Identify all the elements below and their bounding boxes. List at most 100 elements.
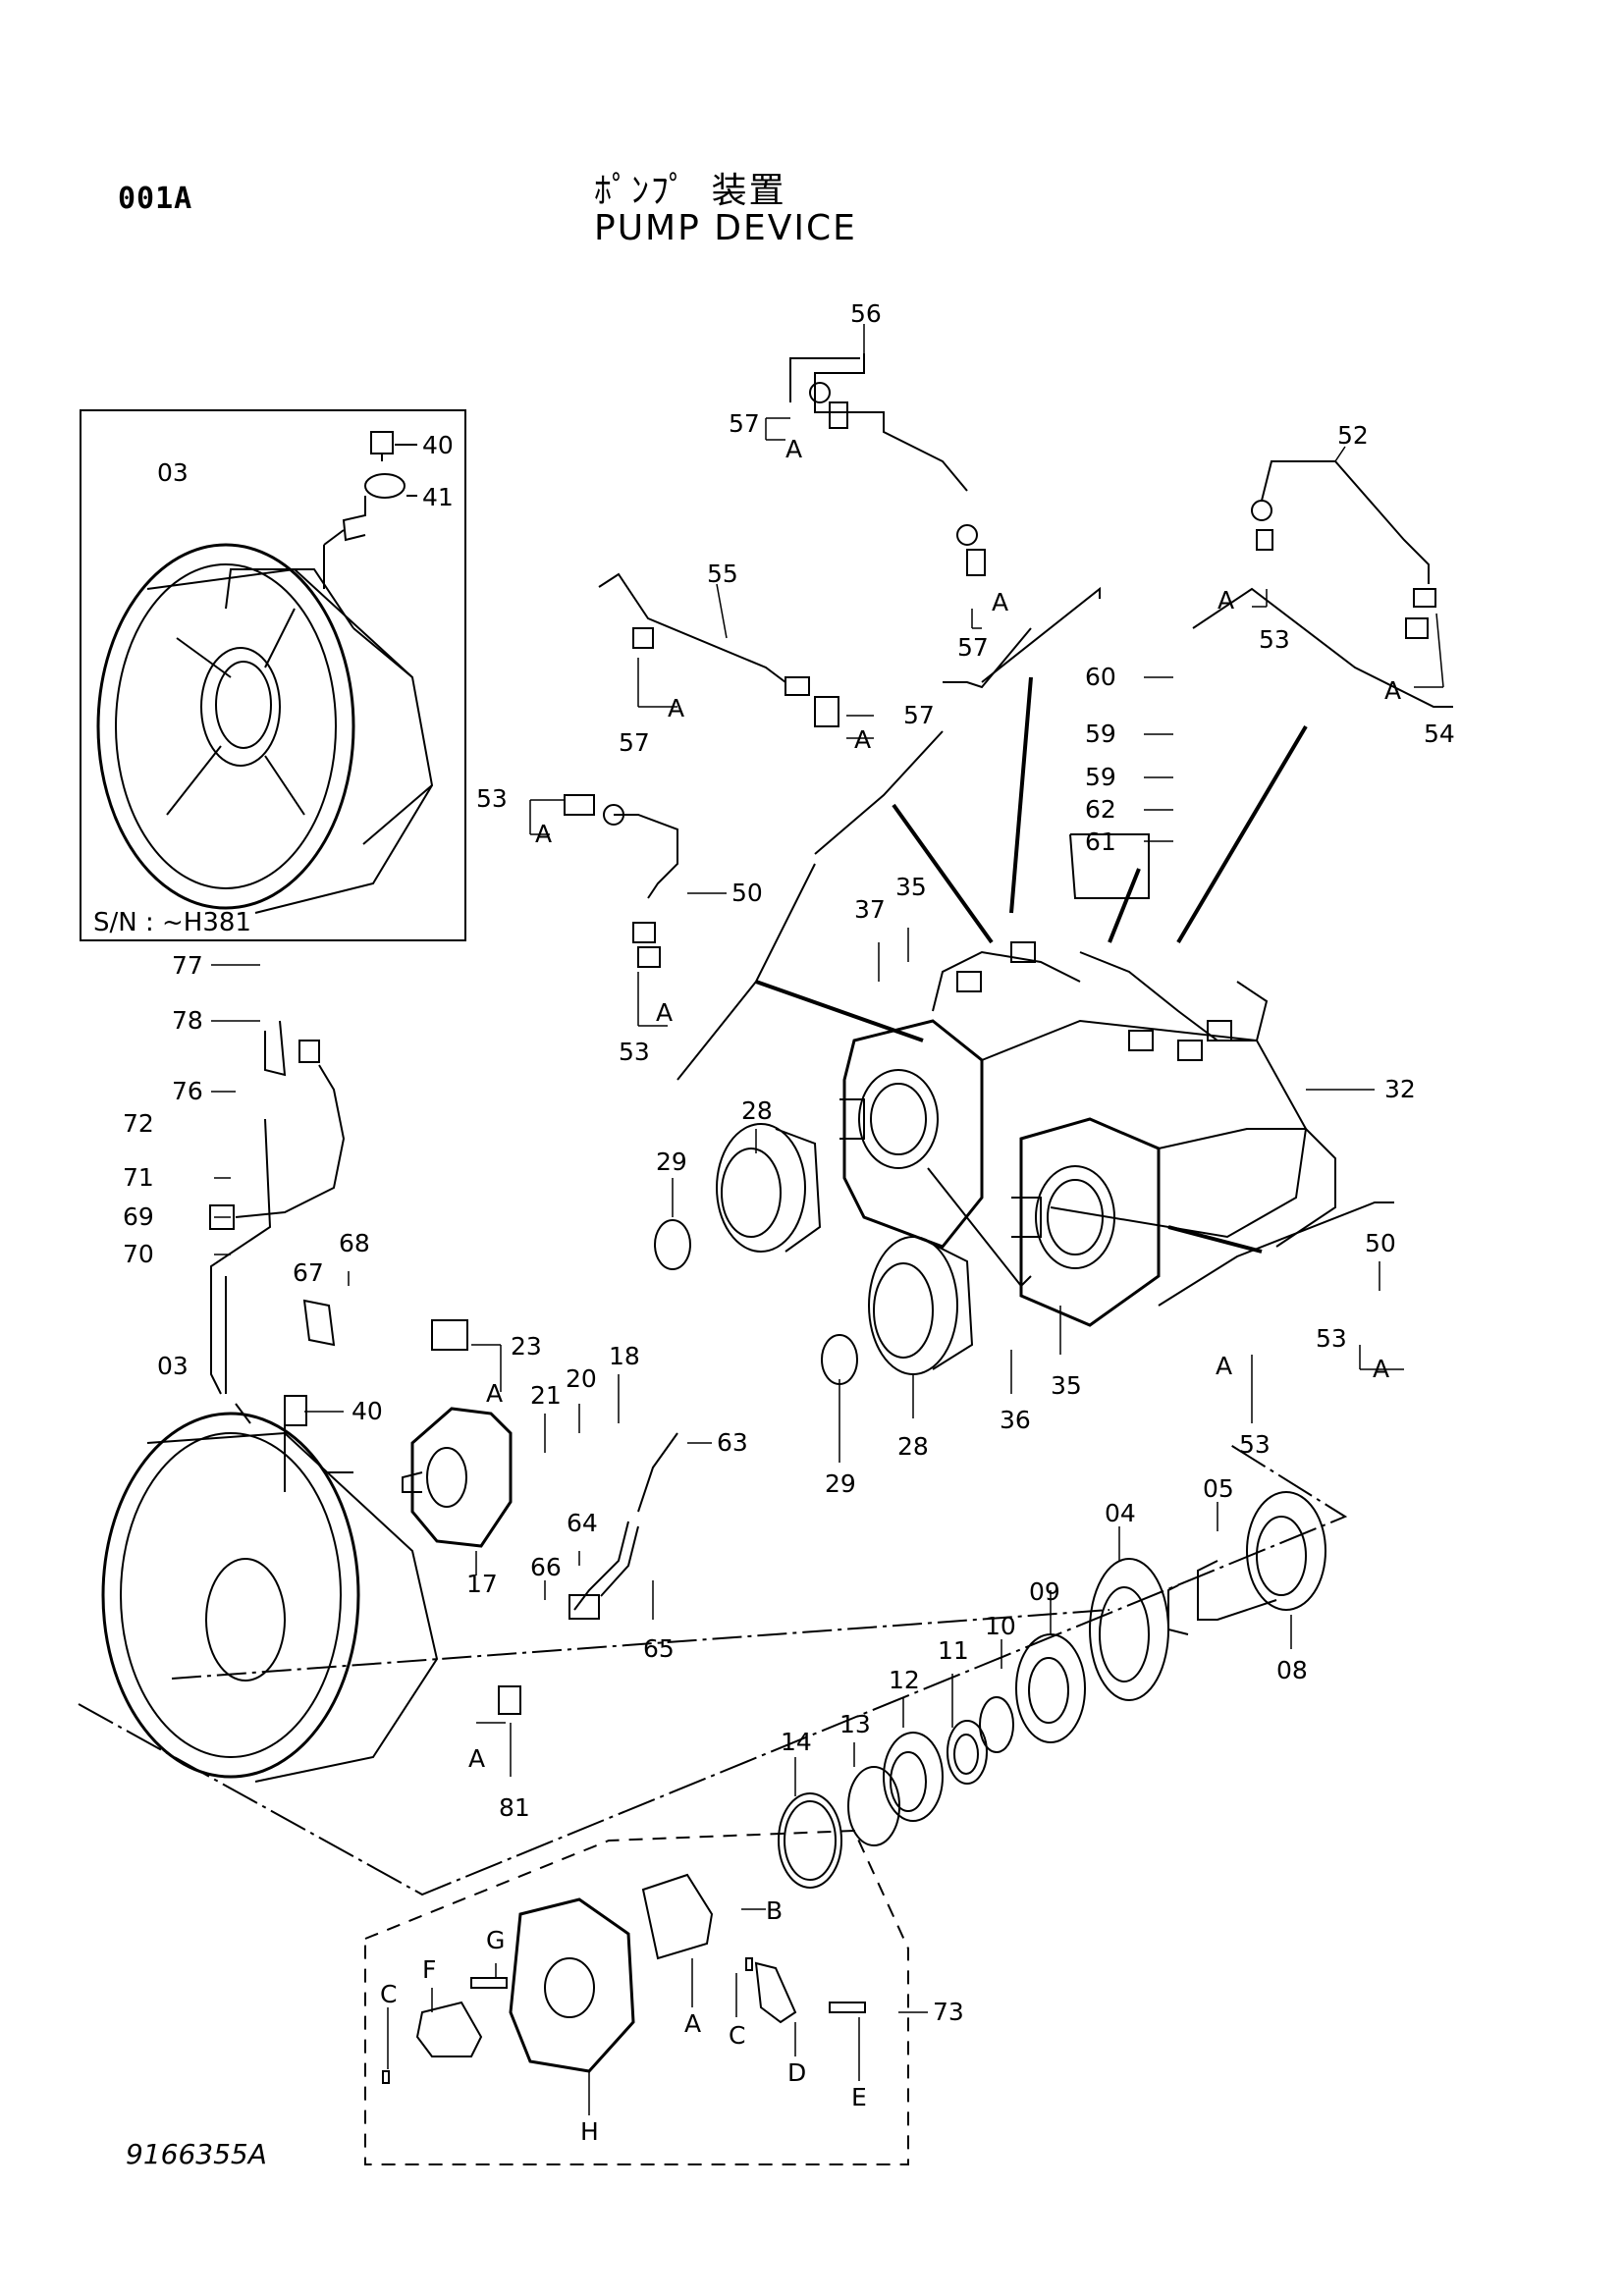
plug-81 bbox=[498, 1685, 521, 1715]
callout-03: 03 bbox=[157, 458, 189, 487]
callout-03: 03 bbox=[157, 1352, 189, 1380]
region-borders bbox=[676, 586, 1453, 1307]
leader-lines bbox=[211, 324, 1444, 2115]
assembly-axis bbox=[171, 1609, 1110, 1680]
callout-08: 08 bbox=[1276, 1656, 1308, 1684]
callout-66: 66 bbox=[530, 1553, 562, 1581]
title-english: PUMP DEVICE bbox=[594, 208, 857, 248]
callout-40: 40 bbox=[352, 1397, 383, 1425]
callout-67: 67 bbox=[293, 1258, 324, 1287]
serial-note: S/N : ~H381 bbox=[93, 908, 251, 937]
callout-A: A bbox=[468, 1744, 485, 1773]
pilot-pump-17 bbox=[402, 1319, 513, 1548]
collar-29-upper bbox=[654, 1219, 691, 1270]
callout-53: 53 bbox=[476, 784, 508, 813]
callout-57: 57 bbox=[619, 728, 650, 757]
callout-54: 54 bbox=[1424, 720, 1455, 748]
housing-lower bbox=[101, 1412, 439, 1783]
callout-F: F bbox=[422, 1955, 436, 1984]
callout-57: 57 bbox=[729, 409, 760, 438]
callout-64: 64 bbox=[567, 1509, 598, 1537]
callout-72: 72 bbox=[123, 1109, 154, 1138]
callout-73: 73 bbox=[933, 1998, 964, 2026]
inset-frame bbox=[80, 409, 466, 941]
coupling-kit-parts bbox=[382, 1873, 866, 2084]
pipe-52 bbox=[1251, 460, 1436, 639]
callout-14: 14 bbox=[781, 1728, 812, 1756]
callout-60: 60 bbox=[1085, 663, 1116, 691]
page-code: 001A bbox=[118, 182, 193, 216]
callout-61: 61 bbox=[1085, 828, 1116, 856]
callout-70: 70 bbox=[123, 1240, 154, 1268]
drawing-number: 9166355A bbox=[126, 2138, 267, 2170]
callout-A: A bbox=[535, 820, 552, 848]
callout-A: A bbox=[854, 725, 871, 754]
callout-32: 32 bbox=[1384, 1075, 1416, 1103]
callout-21: 21 bbox=[530, 1381, 562, 1410]
callout-A: A bbox=[785, 435, 802, 463]
callout-C: C bbox=[729, 2021, 745, 2050]
breather-40-lower bbox=[284, 1395, 307, 1426]
callout-37: 37 bbox=[854, 895, 886, 924]
callout-63: 63 bbox=[717, 1428, 748, 1457]
collar-29-lower bbox=[821, 1334, 858, 1385]
callout-57: 57 bbox=[957, 633, 989, 662]
callout-29: 29 bbox=[656, 1148, 687, 1176]
callout-18: 18 bbox=[609, 1342, 640, 1370]
callout-29: 29 bbox=[825, 1469, 856, 1498]
callout-C: C bbox=[380, 1980, 397, 2008]
callout-11: 11 bbox=[938, 1636, 969, 1665]
callout-57: 57 bbox=[903, 701, 935, 729]
callout-50: 50 bbox=[731, 879, 763, 907]
pipe-56 bbox=[789, 353, 986, 576]
callout-09: 09 bbox=[1029, 1577, 1060, 1606]
callout-20: 20 bbox=[566, 1364, 597, 1393]
callout-59: 59 bbox=[1085, 763, 1116, 791]
callout-62: 62 bbox=[1085, 795, 1116, 824]
housing-inset bbox=[96, 543, 434, 914]
callout-05: 05 bbox=[1203, 1474, 1234, 1503]
callout-17: 17 bbox=[466, 1570, 498, 1598]
callout-A: A bbox=[486, 1379, 503, 1408]
callout-36: 36 bbox=[1000, 1406, 1031, 1434]
pipe-50-upper bbox=[564, 794, 678, 968]
callout-A: A bbox=[1373, 1355, 1389, 1383]
callout-41: 41 bbox=[422, 483, 454, 511]
callout-59: 59 bbox=[1085, 720, 1116, 748]
callout-55: 55 bbox=[707, 560, 738, 588]
callout-50: 50 bbox=[1365, 1229, 1396, 1257]
coupling-kit-73-frame bbox=[364, 1829, 909, 2165]
callout-53: 53 bbox=[1239, 1430, 1271, 1459]
callout-28: 28 bbox=[741, 1096, 773, 1125]
callout-78: 78 bbox=[172, 1006, 203, 1035]
callout-23: 23 bbox=[511, 1332, 542, 1361]
callout-69: 69 bbox=[123, 1202, 154, 1231]
callout-56: 56 bbox=[850, 299, 882, 328]
callout-A: A bbox=[1217, 586, 1234, 614]
callout-53: 53 bbox=[619, 1038, 650, 1066]
callout-35: 35 bbox=[895, 873, 927, 901]
callout-04: 04 bbox=[1105, 1499, 1136, 1527]
gear-28-upper bbox=[716, 1123, 822, 1253]
callout-A: A bbox=[656, 998, 673, 1027]
callout-71: 71 bbox=[123, 1163, 154, 1192]
callout-A: A bbox=[668, 694, 684, 722]
callout-28: 28 bbox=[897, 1432, 929, 1461]
callout-A: A bbox=[684, 2009, 701, 2038]
assembly-plane bbox=[78, 1442, 1348, 1896]
callout-13: 13 bbox=[839, 1710, 871, 1738]
callout-B: B bbox=[766, 1896, 783, 1925]
callout-G: G bbox=[486, 1926, 505, 1954]
callout-H: H bbox=[580, 2117, 599, 2146]
callout-52: 52 bbox=[1337, 421, 1369, 450]
callout-53: 53 bbox=[1316, 1324, 1347, 1353]
callout-77: 77 bbox=[172, 951, 203, 980]
gear-28-lower bbox=[868, 1236, 974, 1375]
callout-D: D bbox=[787, 2058, 806, 2087]
callout-65: 65 bbox=[643, 1634, 675, 1663]
callout-40: 40 bbox=[422, 431, 454, 459]
callout-35: 35 bbox=[1051, 1371, 1082, 1400]
driveline bbox=[778, 1491, 1326, 1889]
callout-81: 81 bbox=[499, 1793, 530, 1822]
